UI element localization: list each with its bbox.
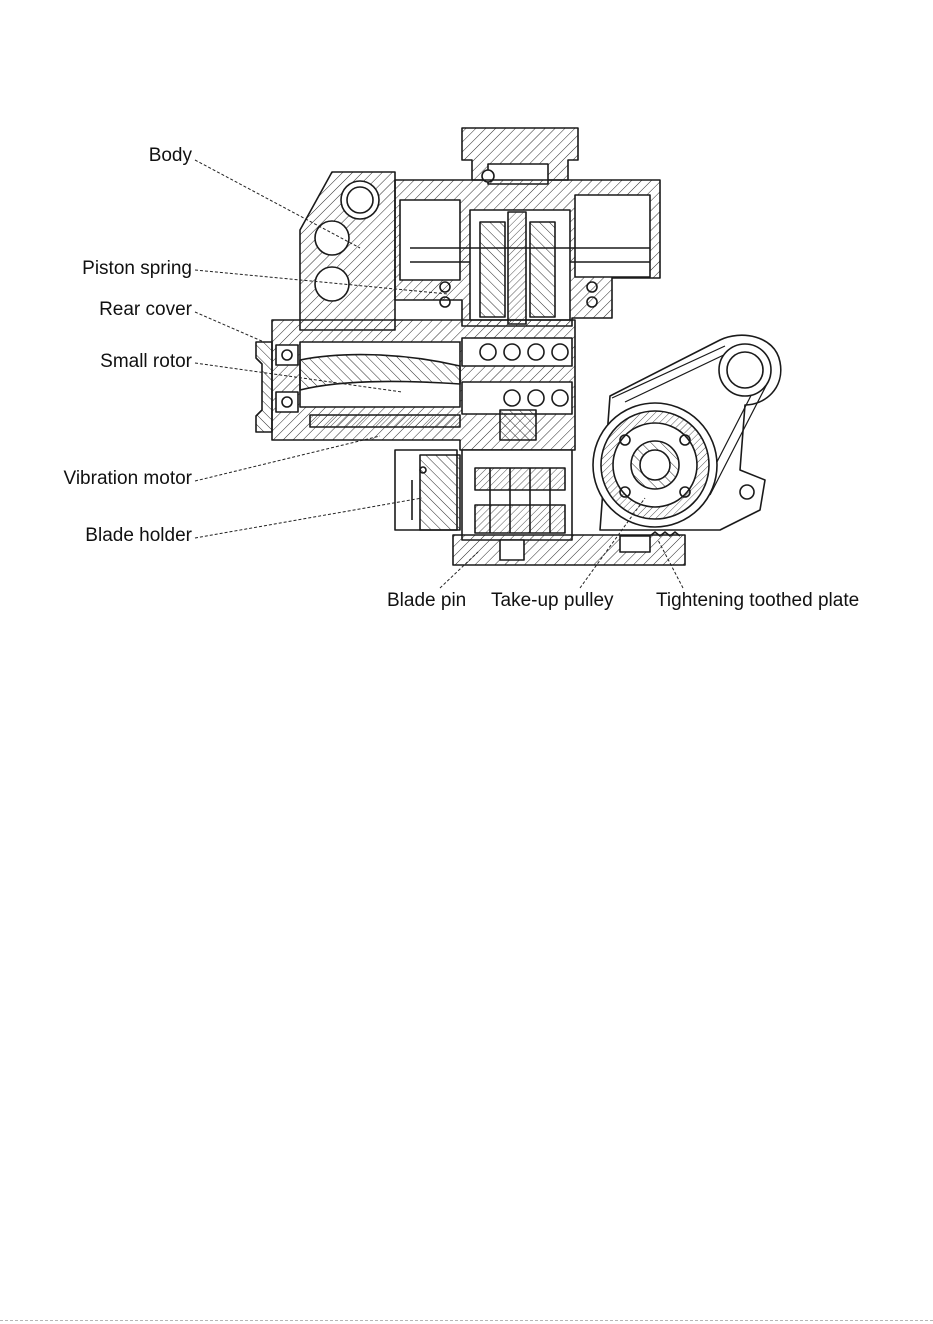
label-blade-pin: Blade pin (387, 590, 466, 612)
label-small-rotor: Small rotor (20, 351, 192, 373)
leader-blade-holder (195, 498, 422, 538)
label-body: Body (110, 145, 192, 167)
gear-upper (475, 468, 565, 490)
label-rear-cover: Rear cover (20, 299, 192, 321)
rear-cover (256, 342, 272, 432)
center-shaft-left (480, 222, 505, 317)
drive-shaft (500, 410, 536, 440)
leader-rear-cover (195, 312, 264, 342)
upper-cavity-right (575, 195, 650, 277)
label-blade-holder: Blade holder (20, 525, 192, 547)
port-hole-2 (315, 221, 349, 255)
leader-vibration-motor (195, 436, 380, 481)
label-piston-spring: Piston spring (20, 258, 192, 280)
label-take-up-pulley: Take-up pulley (491, 590, 614, 612)
label-vibration-motor: Vibration motor (10, 468, 192, 490)
motor-stator (310, 415, 460, 427)
upper-cavity-left (400, 200, 460, 280)
center-shaft-core (508, 212, 526, 324)
tension-bolt (740, 485, 754, 499)
gear-lower (475, 505, 565, 533)
center-shaft-right (530, 222, 555, 317)
port-hole-3 (315, 267, 349, 301)
label-tightening-toothed-plate: Tightening toothed plate (656, 590, 859, 612)
bottom-dashed-rule (0, 1320, 933, 1321)
bearing-block-1 (462, 338, 572, 366)
